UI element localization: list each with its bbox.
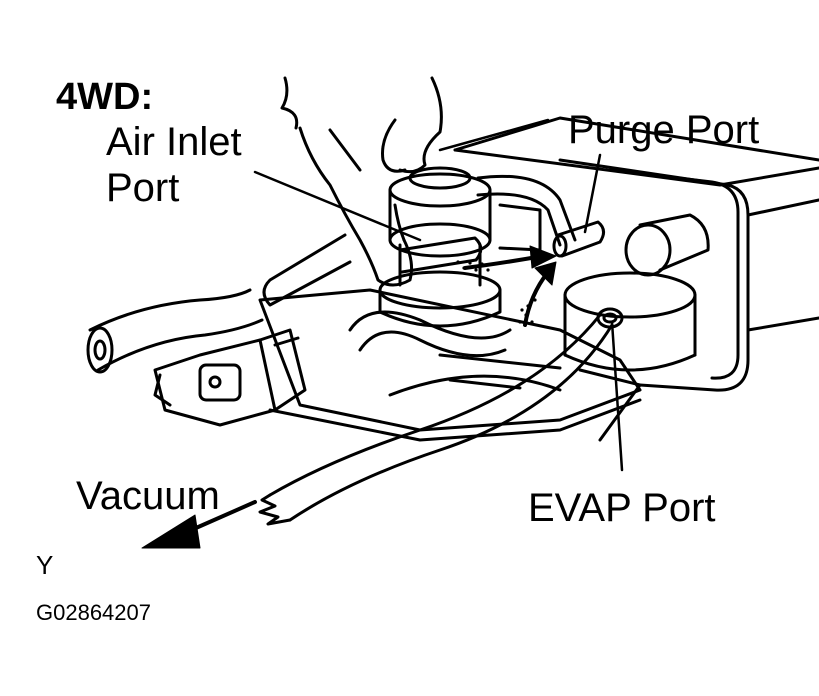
leader-evap-port (610, 320, 624, 472)
leader-lines (253, 118, 624, 472)
electrical-connector (153, 328, 307, 427)
drive-type-heading: 4WD: (56, 76, 154, 118)
vacuum-hose (258, 313, 614, 526)
hand-illustration (280, 76, 443, 287)
leader-purge-top (438, 118, 550, 152)
purge-port-label: Purge Port (568, 108, 760, 152)
vacuum-label: Vacuum (76, 474, 220, 518)
air-inlet-label-line1: Air Inlet (106, 120, 242, 164)
vacuum-arrow (141, 500, 257, 549)
evap-valve-body (563, 271, 697, 372)
air-inlet-label-line2: Port (106, 166, 180, 210)
right-cap (624, 213, 710, 277)
corner-letter: Y (36, 550, 54, 580)
leader-air-inlet (253, 170, 422, 242)
valve-body (378, 166, 542, 328)
canister-housing (453, 116, 819, 442)
figure-code: G02864207 (36, 600, 151, 625)
airflow-arrows (456, 245, 557, 327)
airflow-arrow-lower (523, 270, 550, 327)
purge-port-nipple (552, 220, 605, 258)
evap-port-label: EVAP Port (528, 486, 716, 530)
air-inlet-tube (262, 233, 483, 307)
mounting-bracket (258, 288, 642, 442)
left-hose (86, 288, 264, 374)
leader-purge-port (583, 153, 602, 234)
connecting-tubes (348, 174, 577, 397)
